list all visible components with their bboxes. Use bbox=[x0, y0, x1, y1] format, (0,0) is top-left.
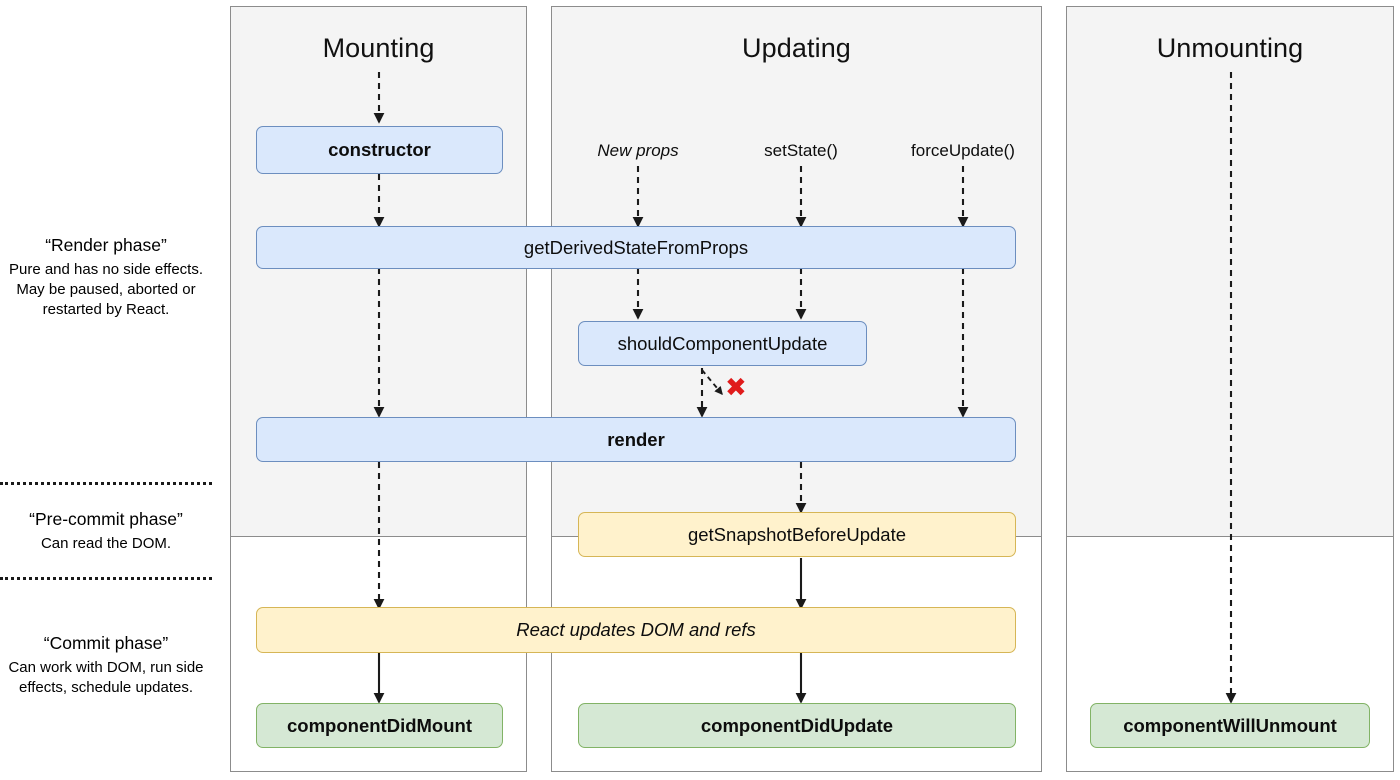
phase-label-render: “Render phase” Pure and has no side effe… bbox=[0, 234, 212, 319]
phase-label-pre-commit: “Pre-commit phase” Can read the DOM. bbox=[0, 508, 212, 554]
column-unmounting: Unmounting bbox=[1066, 6, 1394, 772]
column-unmounting-render-band bbox=[1067, 7, 1393, 537]
phase-divider-bottom bbox=[0, 577, 212, 580]
node-component-did-update[interactable]: componentDidUpdate bbox=[578, 703, 1016, 748]
phase-pre-commit-description: Can read the DOM. bbox=[40, 535, 172, 553]
trigger-new-props: New props bbox=[597, 141, 679, 160]
phase-pre-commit-title: “Pre-commit phase” bbox=[29, 509, 183, 529]
node-component-did-mount[interactable]: componentDidMount bbox=[256, 703, 503, 748]
node-react-updates-dom-and-refs[interactable]: React updates DOM and refs bbox=[256, 607, 1016, 653]
node-get-snapshot-before-update[interactable]: getSnapshotBeforeUpdate bbox=[578, 512, 1016, 557]
node-constructor[interactable]: constructor bbox=[256, 126, 503, 174]
phase-render-title: “Render phase” bbox=[45, 235, 167, 255]
node-component-will-unmount[interactable]: componentWillUnmount bbox=[1090, 703, 1370, 748]
column-mounting: Mounting bbox=[230, 6, 527, 772]
phase-divider-top bbox=[0, 482, 212, 485]
bail-out-x-icon: ✖ bbox=[725, 373, 747, 403]
phase-commit-title: “Commit phase” bbox=[43, 633, 169, 653]
column-unmounting-title: Unmounting bbox=[1156, 33, 1304, 63]
node-get-derived-state-from-props[interactable]: getDerivedStateFromProps bbox=[256, 226, 1016, 269]
phase-render-description: Pure and has no side effects. May be pau… bbox=[8, 261, 204, 318]
node-should-component-update[interactable]: shouldComponentUpdate bbox=[578, 321, 867, 366]
column-updating-title: Updating bbox=[742, 33, 851, 63]
phase-commit-description: Can work with DOM, run side effects, sch… bbox=[8, 659, 204, 696]
trigger-force-update: forceUpdate() bbox=[911, 141, 1015, 160]
column-updating: Updating bbox=[551, 6, 1042, 772]
node-render[interactable]: render bbox=[256, 417, 1016, 462]
column-mounting-title: Mounting bbox=[322, 33, 435, 63]
trigger-set-state: setState() bbox=[764, 141, 838, 160]
phase-label-commit: “Commit phase” Can work with DOM, run si… bbox=[0, 632, 212, 698]
